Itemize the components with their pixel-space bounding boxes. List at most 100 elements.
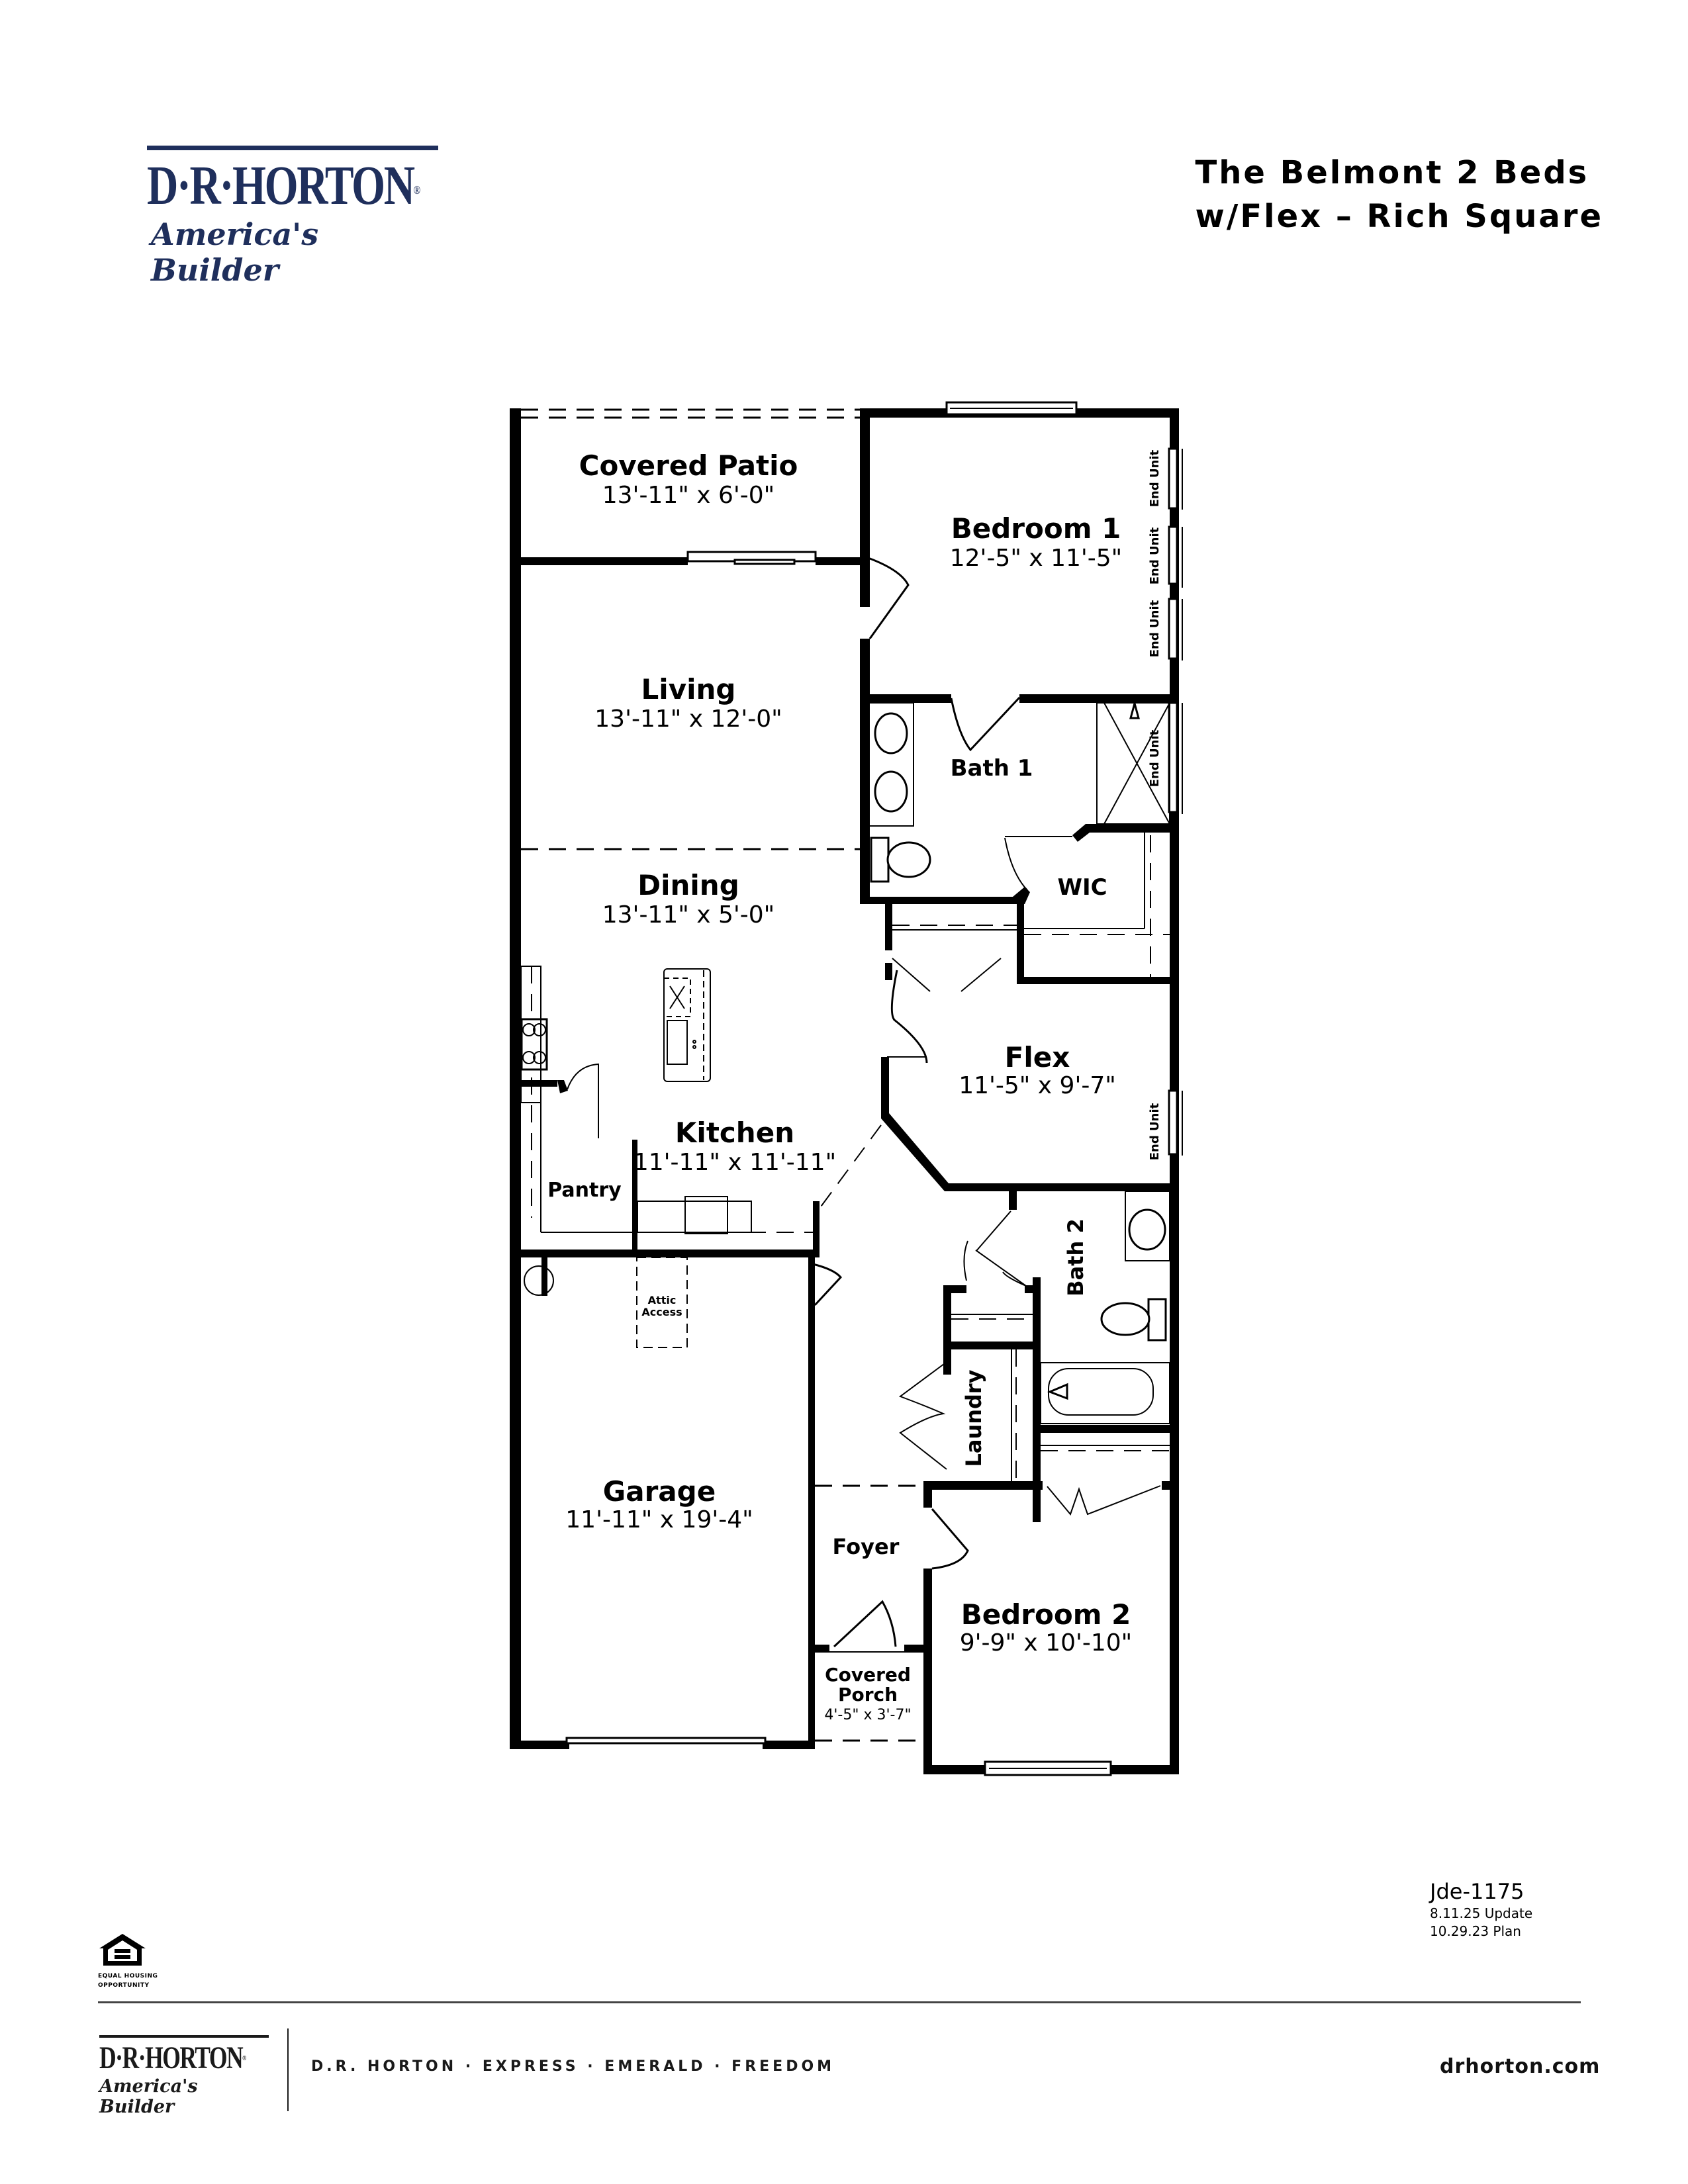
sliding-door-panel [733, 559, 796, 565]
plan-title-line-2: w/Flex – Rich Square [1195, 198, 1603, 235]
tub [1040, 1362, 1170, 1424]
logo-rule [147, 146, 438, 150]
room-flex: Flex [1005, 1041, 1070, 1073]
wall [1162, 1481, 1179, 1490]
toilet-tank [870, 837, 890, 883]
burner [533, 1051, 546, 1064]
wall [816, 557, 863, 565]
end-unit-label: End Unit [1148, 449, 1162, 507]
wall [521, 1080, 557, 1087]
room-covered-patio: Covered Patio [579, 449, 798, 482]
room-bath-1: Bath 1 [951, 755, 1033, 782]
door-linen [975, 1250, 1027, 1287]
logo-tagline: America's Builder [151, 216, 319, 288]
plan-reference: Jde-1175 8.11.25 Update 10.29.23 Plan [1430, 1878, 1532, 1940]
kitchen-island [663, 968, 711, 1082]
wall [885, 904, 892, 950]
room-dining: Dining [637, 869, 739, 901]
wall-bedroom2-left [923, 1569, 932, 1774]
counter [637, 1201, 752, 1233]
shower-head-icon [1129, 700, 1140, 719]
wall [815, 1645, 829, 1653]
room-covered-porch-dims: 4'-5" x 3'-7" [824, 1707, 911, 1723]
room-living-dims: 13'-11" x 12'-0" [594, 705, 782, 733]
sink-icon [1128, 1208, 1166, 1251]
wall [763, 1741, 815, 1749]
registered-mark: ® [413, 183, 421, 197]
footer-vertical-divider [287, 2028, 289, 2111]
wall [1019, 694, 1179, 703]
attic-label: Access [641, 1306, 682, 1318]
sink-icon [874, 712, 908, 754]
wall [813, 1201, 820, 1257]
wall [860, 694, 951, 703]
sink-icon [667, 1020, 688, 1065]
wall [510, 1741, 569, 1749]
room-covered-porch: Porch [838, 1684, 898, 1706]
wall [923, 1481, 932, 1508]
plan-title: The Belmont 2 Beds w/Flex – Rich Square [1195, 151, 1603, 238]
tub-faucet-icon [1047, 1383, 1068, 1400]
faucet [692, 1045, 696, 1049]
wall [1009, 1191, 1017, 1210]
footer-drhorton-logo: D·R·HORTON® America's Builder [99, 2035, 271, 2117]
room-bedroom-2: Bedroom 2 [961, 1598, 1131, 1631]
dishwasher-x [669, 985, 685, 1009]
wall-garage-top [510, 1250, 820, 1257]
closet-door [892, 958, 931, 992]
room-living: Living [641, 673, 736, 705]
attic-access [636, 1257, 688, 1348]
dishwasher [663, 978, 691, 1017]
room-garage-dims: 11'-11" x 19'-4" [565, 1506, 753, 1533]
footer-registered-mark: ® [242, 2054, 246, 2062]
closet-door [961, 958, 1002, 992]
wall [860, 408, 870, 607]
footer-logo-rule [99, 2035, 269, 2038]
footer-brands: D.R. HORTON · EXPRESS · EMERALD · FREEDO… [311, 2058, 835, 2075]
wall-exterior-left [510, 408, 521, 1749]
room-bedroom-1: Bedroom 1 [951, 512, 1121, 545]
room-kitchen: Kitchen [675, 1116, 794, 1149]
footer-website-link[interactable]: drhorton.com [1440, 2055, 1601, 2078]
garage-door [565, 1737, 767, 1745]
double-door-closet [1047, 1485, 1161, 1516]
logo-wordmark: D·R·HORTON [147, 155, 415, 216]
wall [557, 1080, 568, 1093]
sink-icon [874, 770, 908, 813]
footer-divider-line [98, 2001, 1581, 2003]
plan-date: 10.29.23 Plan [1430, 1923, 1521, 1939]
refrigerator [684, 1196, 728, 1234]
plan-title-line-1: The Belmont 2 Beds [1195, 154, 1589, 191]
toilet-icon [886, 841, 931, 878]
wall [943, 1285, 966, 1293]
equal-housing-line2: OPPORTUNITY [98, 1982, 150, 1989]
burner [522, 1051, 536, 1064]
room-pantry: Pantry [547, 1179, 622, 1202]
wall [1017, 977, 1179, 984]
toilet-tank [1147, 1298, 1167, 1342]
wall [860, 639, 870, 897]
room-kitchen-dims: 11'-11" x 11'-11" [633, 1149, 836, 1176]
wall [943, 1349, 951, 1363]
wall [521, 557, 688, 565]
wall [943, 1342, 1041, 1349]
wall [904, 1645, 923, 1653]
door-bedroom2 [931, 1508, 969, 1570]
door-garage [812, 1263, 842, 1306]
wall-flex-angled [881, 1113, 1179, 1191]
vanity [868, 702, 914, 827]
end-unit-label: End Unit [1148, 527, 1162, 584]
room-wic: WIC [1057, 874, 1107, 901]
room-flex-dims: 11'-5" x 9'-7" [959, 1072, 1116, 1099]
water-heater [524, 1265, 554, 1296]
room-laundry: Laundry [961, 1369, 986, 1467]
faucet [692, 1040, 696, 1044]
toilet-icon [1100, 1302, 1150, 1336]
wall [1033, 1277, 1041, 1522]
end-unit-label: End Unit [1148, 729, 1162, 787]
wall [949, 1183, 1179, 1191]
door-bedroom1 [864, 555, 910, 639]
plan-code: Jde-1175 [1430, 1879, 1524, 1904]
footer-logo-wordmark: D·R·HORTON [99, 2040, 244, 2075]
